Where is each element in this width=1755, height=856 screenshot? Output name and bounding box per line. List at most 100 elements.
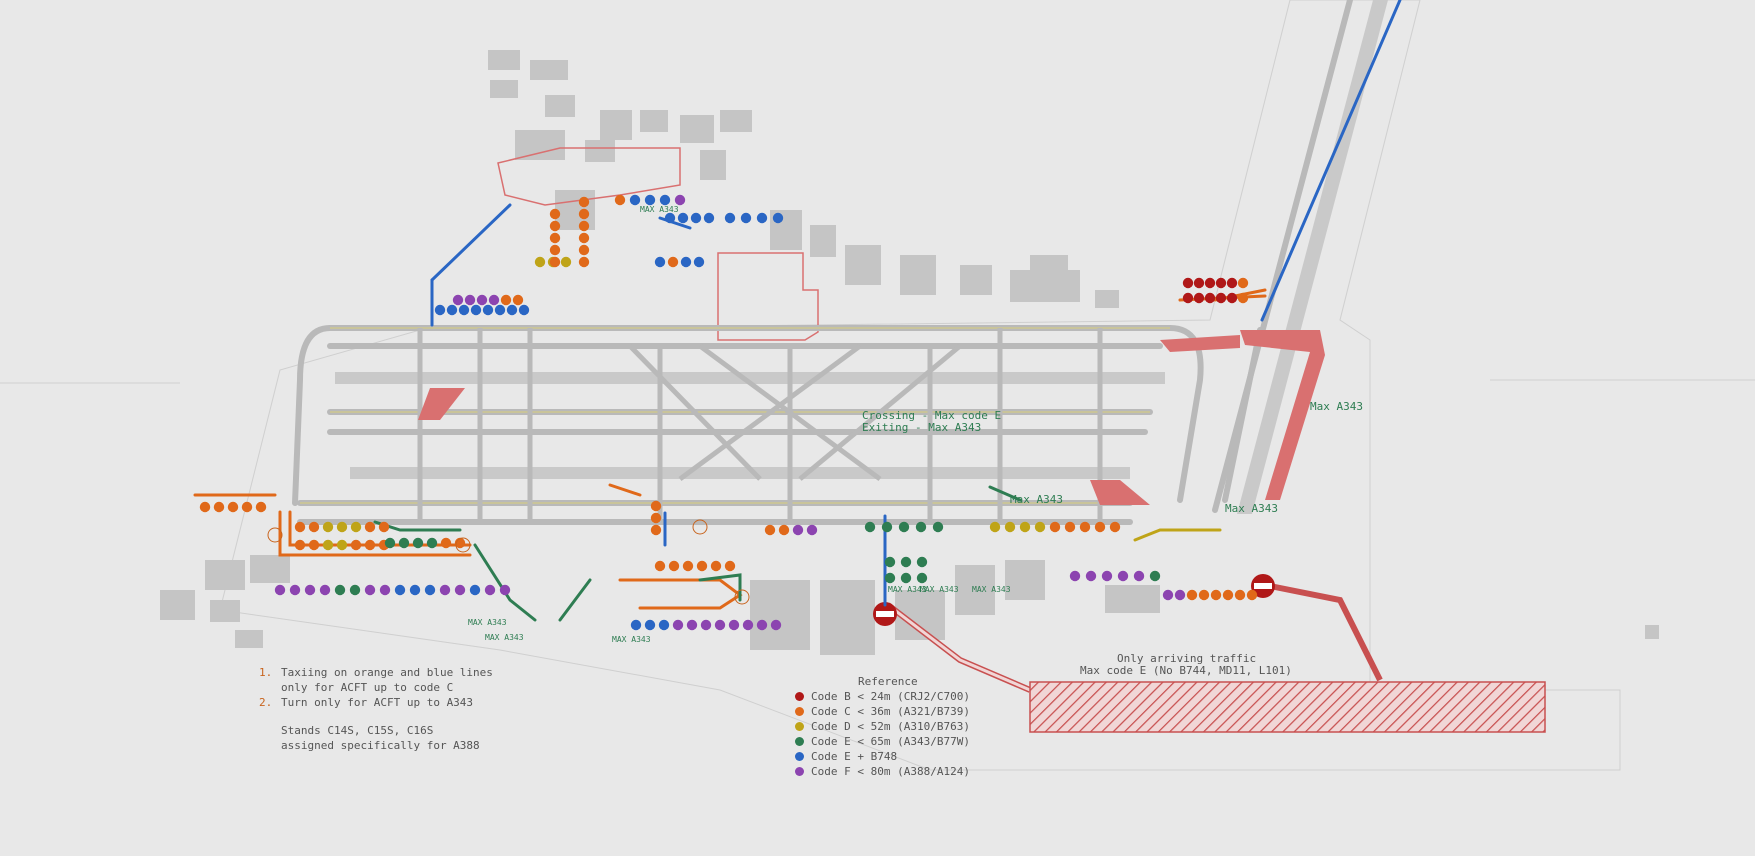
stand-dot [294,539,306,551]
taxiway-connectors [417,328,1103,522]
stand-dot [770,619,782,631]
crossing-label: Crossing - Max code E [862,409,1001,422]
stand-dot [350,539,362,551]
stand-dot [384,537,396,549]
stand-dot [792,524,804,536]
legend-dot-icon [795,707,804,716]
stand-dot [241,501,253,513]
stand-dot [1085,570,1097,582]
stand-dot [1186,589,1198,601]
stand-dot [1237,277,1249,289]
notes-panel: 1.Taxiing on orange and blue lines only … [259,665,493,753]
stand-dot [654,560,666,572]
stand-dot [898,521,910,533]
stand-dot [680,256,692,268]
max-a343-east-label: Max A343 [1310,400,1363,413]
taxiway-centerlines [300,327,1170,504]
stand-dot [724,212,736,224]
stand-dot [227,501,239,513]
stand-dot [658,619,670,631]
max-a343-apron-label-3: MAX A343 [612,635,651,644]
note-1-line-2: only for ACFT up to code C [281,681,454,694]
stand-dot [884,572,896,584]
max-code-e-label: Max code E (No B744, MD11, L101) [1080,664,1292,677]
stand-dot [549,244,561,256]
stand-dot [500,294,512,306]
restricted-area-central [717,252,819,341]
stand-dot [484,584,496,596]
stand-dot [667,256,679,268]
buildings [160,50,1659,655]
stand-dot [578,220,590,232]
stand-dot [1034,521,1046,533]
stand-dot [379,584,391,596]
legend-label: Code D < 52m (A310/B763) [811,720,970,733]
stand-dot [549,208,561,220]
only-arriving-label: Only arriving traffic [1117,652,1256,665]
stand-dot [756,619,768,631]
stand-dot [308,521,320,533]
note-2: 2. Turn only for ACFT up to A343 [259,695,493,710]
legend-dot-icon [795,767,804,776]
stand-dot [916,572,928,584]
note-2-line-1: Turn only for ACFT up to A343 [281,696,474,709]
stand-dot [1117,570,1129,582]
stand-dot [1133,570,1145,582]
legend-panel: Reference Code B < 24m (CRJ2/C700) Code … [795,674,970,779]
stand-dot [1004,521,1016,533]
legend-label: Code B < 24m (CRJ2/C700) [811,690,970,703]
legend-item-code-e-b748: Code E + B748 [795,749,970,764]
stand-dot [1193,277,1205,289]
stand-dot [756,212,768,224]
stand-dot [394,584,406,596]
stand-dot [476,294,488,306]
stand-dot [1222,589,1234,601]
stand-dot [806,524,818,536]
note-2-number: 2. [259,696,273,709]
stand-dots [199,194,1258,631]
stand-dot [1182,277,1194,289]
stand-dot [1193,292,1205,304]
stand-dot [482,304,494,316]
stand-dot [650,512,662,524]
stands-note-line-2: assigned specifically for A388 [281,739,480,752]
stand-dot [614,194,626,206]
stand-dot [1215,292,1227,304]
stand-dot [578,196,590,208]
max-a343-runway-label: Max A343 [1225,502,1278,515]
stand-dot [644,194,656,206]
stand-dot [668,560,680,572]
legend-title: Reference [858,675,918,688]
stand-dot [1101,570,1113,582]
stand-dot [213,501,225,513]
stand-dot [499,584,511,596]
stand-dot [469,584,481,596]
legend-dot-icon [795,737,804,746]
stand-dot [915,521,927,533]
stand-dot [274,584,286,596]
stand-dot [578,256,590,268]
stand-dot [1049,521,1061,533]
stand-dot [578,208,590,220]
stand-dot [289,584,301,596]
stand-dot [1094,521,1106,533]
legend-item-code-e: Code E < 65m (A343/B77W) [795,734,970,749]
stand-dot [336,539,348,551]
stand-dot [1064,521,1076,533]
stand-dot [1182,292,1194,304]
max-a343-central-label: Max A343 [1010,493,1063,506]
stand-dot [454,584,466,596]
no-entry-sign-west [873,602,897,626]
stand-dot [1215,277,1227,289]
stand-dot [412,537,424,549]
stand-dot [549,232,561,244]
stand-dot [464,294,476,306]
stand-dot [864,521,876,533]
stand-dot [674,194,686,206]
stand-dot [549,220,561,232]
stand-dot [334,584,346,596]
stand-dot [319,584,331,596]
stand-dot [322,521,334,533]
stand-dot [650,500,662,512]
